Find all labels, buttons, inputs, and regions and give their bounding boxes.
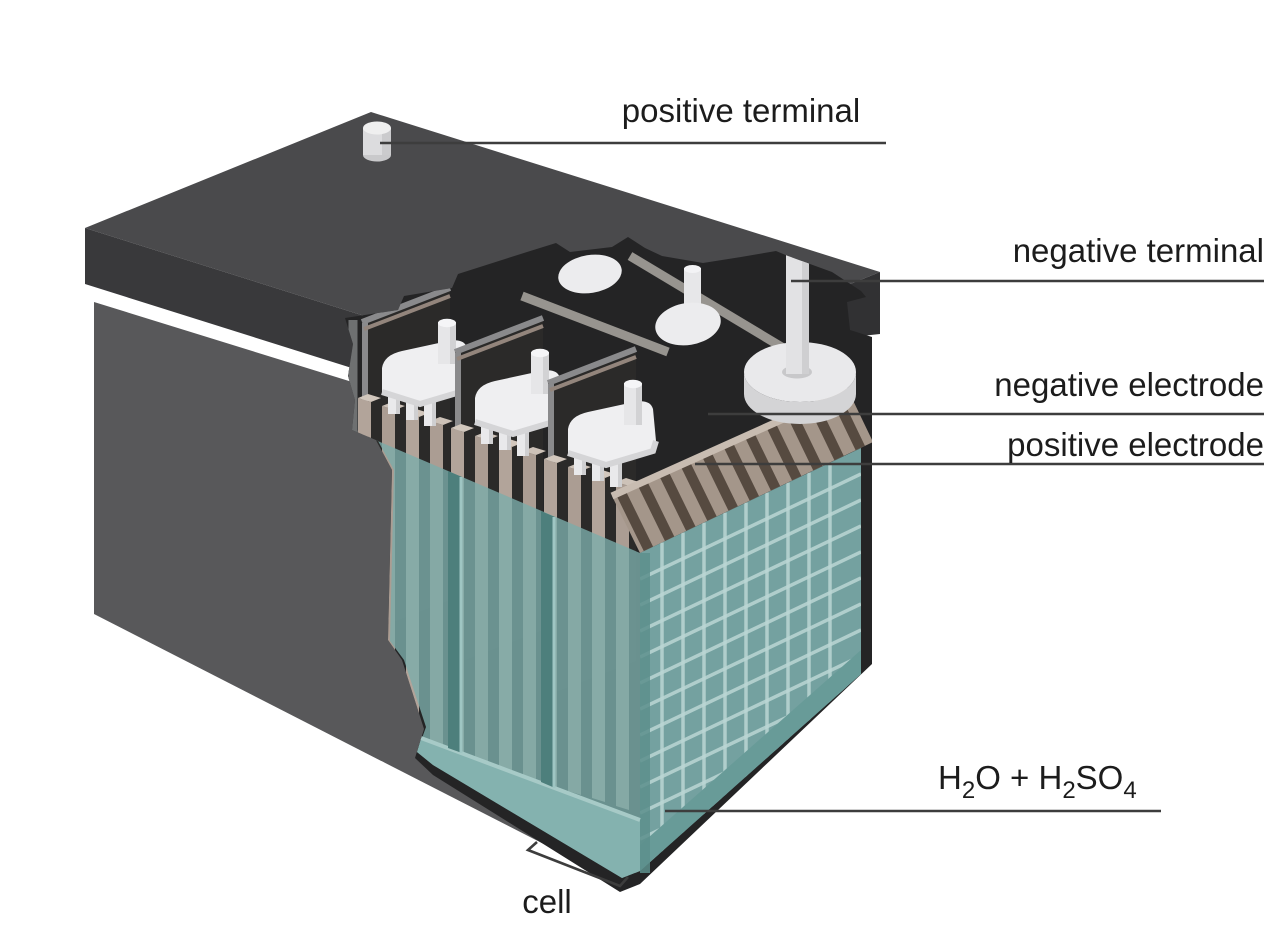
electrolyte-label: H2O + H2SO4 <box>938 759 1137 804</box>
positive-terminal-label: positive terminal <box>622 92 860 129</box>
cell-floor-band <box>640 650 861 871</box>
electrolyte <box>352 430 640 878</box>
cell-walls <box>417 471 641 878</box>
positive-electrode-label: positive electrode <box>1007 426 1264 463</box>
cell-label: cell <box>522 883 572 920</box>
cell-partition <box>448 471 462 753</box>
cell-bracket <box>525 841 629 888</box>
cell-partition <box>541 511 555 788</box>
negative-terminal-label: negative terminal <box>1013 232 1264 269</box>
back-cell-connectors <box>520 252 793 357</box>
separator-grid-face <box>640 448 861 873</box>
positive-terminal <box>363 121 391 162</box>
back-strap <box>655 302 721 346</box>
plate-stack-top <box>610 386 872 553</box>
back-strap <box>558 254 622 294</box>
negative-electrode-label: negative electrode <box>994 366 1264 403</box>
annotations: positive terminal negative terminal nega… <box>380 92 1264 920</box>
